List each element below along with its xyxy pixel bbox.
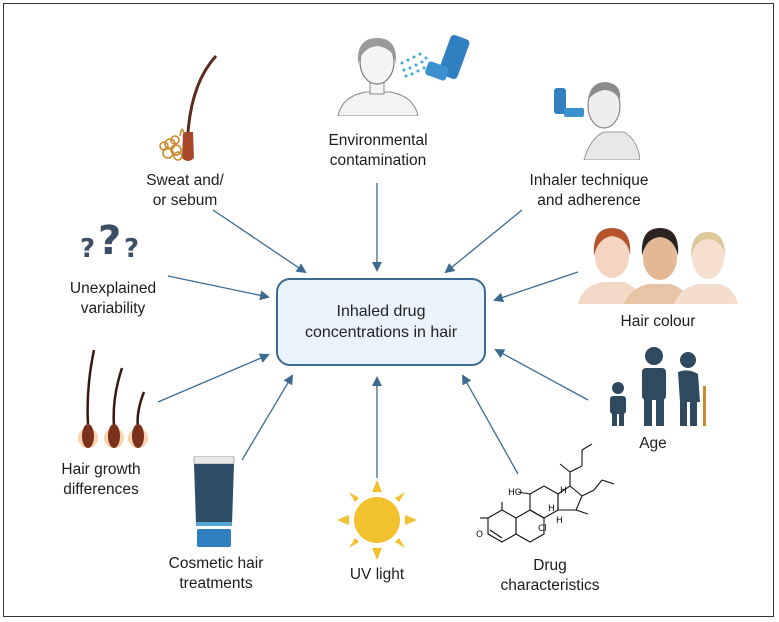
woman-inhaler-spray-icon xyxy=(337,34,470,116)
sun-uv-icon xyxy=(337,480,417,560)
question-marks-icon: ? ? ? xyxy=(80,218,140,264)
arrow-cosmetic xyxy=(241,374,294,461)
arrow-hair-colour xyxy=(493,271,579,303)
center-outcome-box: Inhaled drug concentrations in hair xyxy=(276,278,486,366)
label-hair-colour: Hair colour xyxy=(620,313,696,330)
hair-follicle-icon xyxy=(159,54,218,161)
molecule-h-label-1: H xyxy=(548,504,555,514)
molecule-cl-label: Cl xyxy=(538,524,547,534)
arrow-sweat xyxy=(212,209,307,274)
molecule-structure-icon xyxy=(480,444,615,543)
molecule-h-label-3: H xyxy=(560,486,567,496)
age-figures-icon xyxy=(610,347,706,426)
center-line1: Inhaled drug xyxy=(336,303,426,320)
hair-growth-follicles-icon xyxy=(78,349,148,448)
drug-molecule-icon: HO Cl H H H O xyxy=(474,444,624,554)
arrow-unexplained xyxy=(167,275,270,301)
man-using-inhaler-icon xyxy=(554,82,640,160)
arrow-age xyxy=(494,349,589,401)
molecule-o-label: O xyxy=(476,530,484,540)
molecule-ho-label: HO xyxy=(508,488,522,498)
molecule-h-label-2: H xyxy=(556,516,563,526)
label-uv-light: UV light xyxy=(349,566,405,583)
arrow-inhaler xyxy=(444,209,523,274)
label-sweat-sebum: Sweat and/or sebum xyxy=(146,172,224,209)
cosmetic-tube-icon xyxy=(193,456,235,547)
center-line2: concentrations in hair xyxy=(304,324,458,341)
label-age: Age xyxy=(639,435,667,452)
arrow-hair-growth xyxy=(157,353,270,403)
three-faces-hair-colour-icon xyxy=(578,228,738,304)
arrow-drug xyxy=(462,374,519,475)
